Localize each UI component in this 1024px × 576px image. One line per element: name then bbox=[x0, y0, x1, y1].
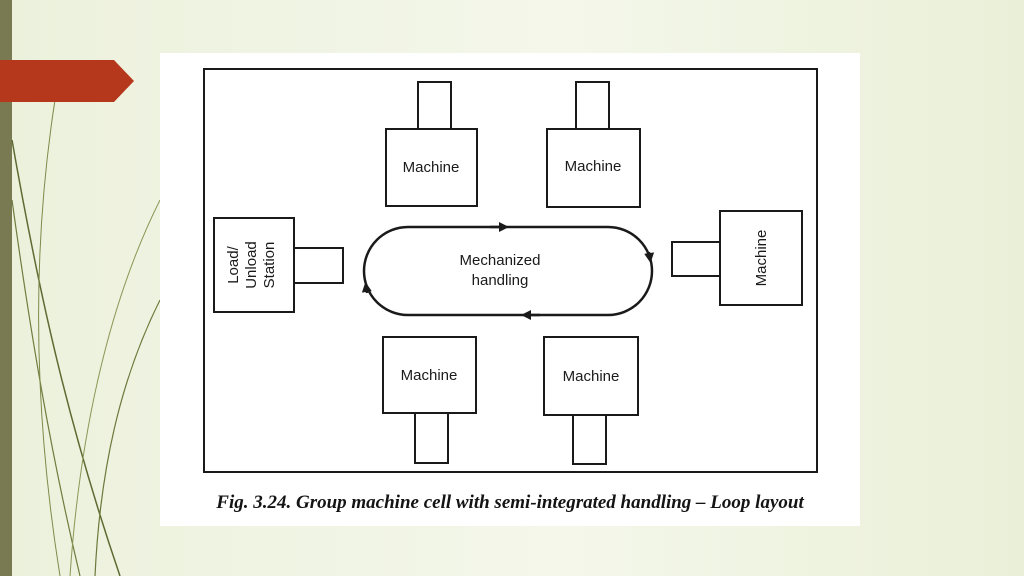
station-label-line1: Load/ bbox=[225, 245, 242, 283]
figure-image: Machine Machine Machine Load/ Unload Sta… bbox=[160, 53, 860, 526]
machine-label: Machine bbox=[753, 230, 770, 287]
machine-bottom-right: Machine bbox=[543, 336, 639, 465]
loop-layout-diagram: Machine Machine Machine Load/ Unload Sta… bbox=[203, 68, 818, 473]
slide-arrow-tab bbox=[0, 60, 134, 102]
machine-label: Machine bbox=[401, 367, 458, 384]
flow-arrow-left bbox=[361, 282, 372, 294]
load-unload-station: Load/ Unload Station bbox=[213, 217, 344, 313]
machine-label: Machine bbox=[565, 158, 622, 175]
flow-arrow-right bbox=[644, 251, 655, 263]
mechanized-handling-loop: Mechanized handling bbox=[361, 222, 655, 320]
figure-frame bbox=[203, 68, 818, 473]
figure-caption: Fig. 3.24. Group machine cell with semi-… bbox=[216, 492, 804, 513]
handling-label-line1: Mechanized bbox=[460, 252, 541, 269]
machine-top-right: Machine bbox=[546, 81, 641, 208]
machine-label: Machine bbox=[403, 159, 460, 176]
station-label-line2: Unload bbox=[243, 241, 260, 289]
handling-label-line2: handling bbox=[472, 272, 529, 289]
machine-right: Machine bbox=[671, 210, 803, 306]
machine-bottom-left: Machine bbox=[382, 336, 477, 464]
decorative-swoosh-lines bbox=[11, 99, 161, 576]
left-accent-bar bbox=[0, 0, 12, 576]
machine-label: Machine bbox=[563, 368, 620, 385]
machine-top-left: Machine bbox=[385, 81, 478, 207]
station-label-line3: Station bbox=[261, 242, 278, 289]
